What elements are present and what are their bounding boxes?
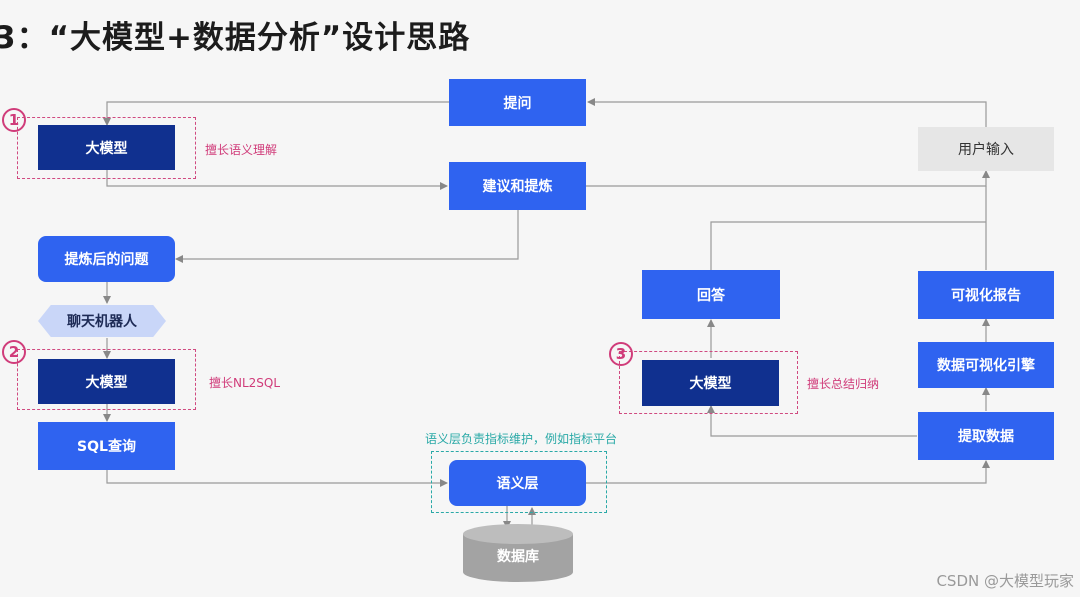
semantic-note: 语义层负责指标维护，例如指标平台 xyxy=(425,432,618,446)
llm2-node: 大模型 xyxy=(38,359,175,404)
semantic-layer-node: 语义层 xyxy=(449,460,586,506)
viz-engine-node: 数据可视化引擎 xyxy=(918,342,1054,388)
marker-3: 3 xyxy=(609,342,633,366)
marker-1: 1 xyxy=(2,108,26,132)
semantic-highlight-frame xyxy=(431,451,607,513)
database-label: 数据库 xyxy=(497,549,539,565)
marker-2: 2 xyxy=(2,340,26,364)
fetch-data-node: 提取数据 xyxy=(918,412,1054,460)
llm3-highlight-frame xyxy=(619,351,798,414)
viz-report-node: 可视化报告 xyxy=(918,271,1054,319)
chatbot-node: 聊天机器人 xyxy=(38,305,166,337)
database-node: 数据库 xyxy=(463,524,573,584)
sql-query-node: SQL查询 xyxy=(38,422,175,470)
question-node: 提问 xyxy=(449,79,586,126)
llm3-note: 擅长总结归纳 xyxy=(807,377,880,391)
refined-question-node: 提炼后的问题 xyxy=(38,236,175,282)
database-cylinder-top xyxy=(463,524,573,544)
llm2-note: 擅长NL2SQL xyxy=(209,376,281,390)
answer-node: 回答 xyxy=(642,270,780,319)
llm2-highlight-frame xyxy=(17,349,196,410)
llm1-note: 擅长语义理解 xyxy=(205,143,278,157)
suggest-refine-node: 建议和提炼 xyxy=(449,162,586,210)
llm3-node: 大模型 xyxy=(642,360,779,406)
llm1-node: 大模型 xyxy=(38,125,175,170)
user-input-node: 用户输入 xyxy=(918,127,1054,171)
watermark: CSDN @大模型玩家 xyxy=(936,572,1074,590)
page-title: 3：“大模型+数据分析”设计思路 xyxy=(0,20,471,56)
llm1-highlight-frame xyxy=(17,117,196,179)
